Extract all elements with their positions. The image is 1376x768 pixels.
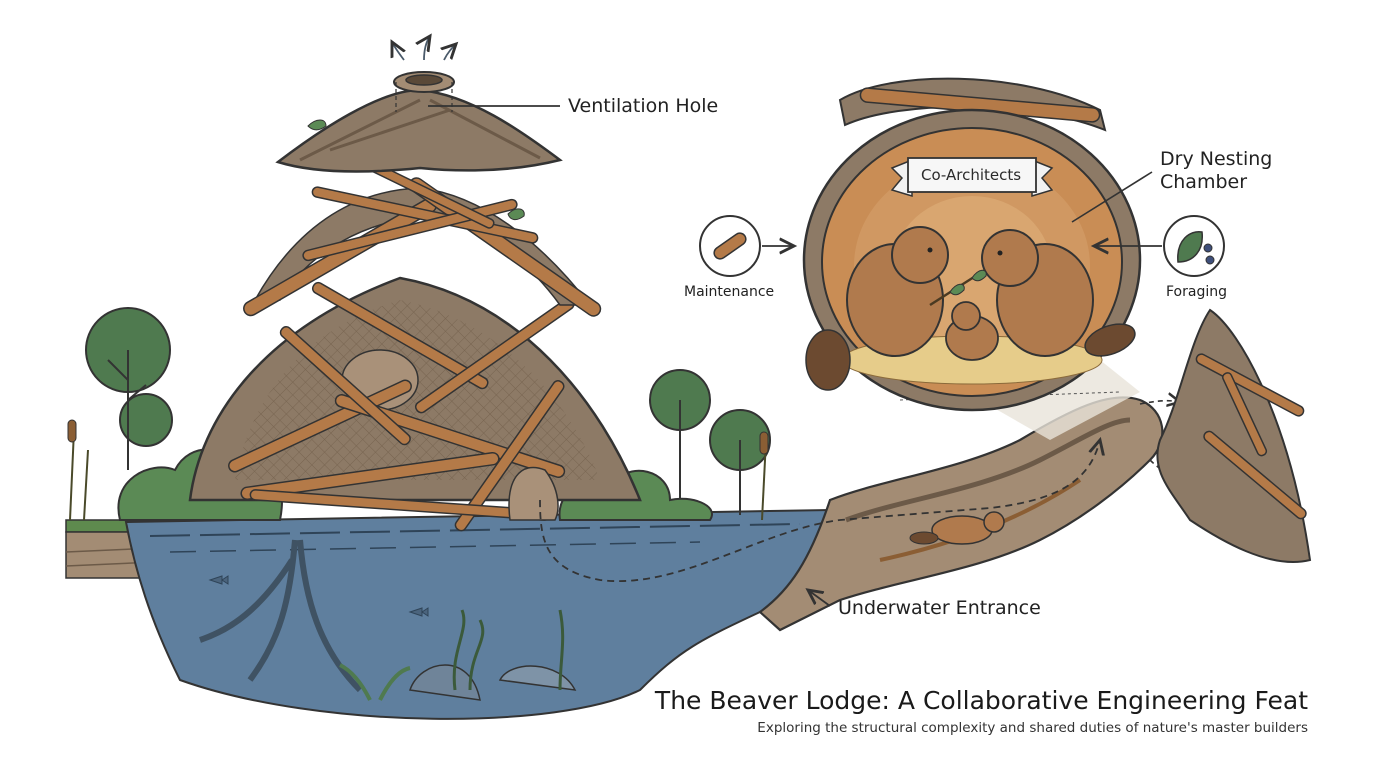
lodge-cap xyxy=(275,36,563,221)
co-architects-banner xyxy=(890,157,1054,198)
dry-nesting-chamber-label: Dry Nesting Chamber xyxy=(1160,148,1272,194)
page-subtitle: Exploring the structural complexity and … xyxy=(757,720,1308,736)
chamber-lid xyxy=(838,77,1107,132)
page-title: The Beaver Lodge: A Collaborative Engine… xyxy=(654,686,1308,715)
leaf-berries-icon xyxy=(1094,215,1225,277)
ventilation-hole-label: Ventilation Hole xyxy=(568,95,719,117)
tunnel xyxy=(539,397,1180,632)
zoom-wedge xyxy=(980,360,1140,440)
log-icon xyxy=(699,215,794,277)
entrance-callout-arrow xyxy=(808,590,831,607)
maintenance-label: Maintenance xyxy=(684,284,775,300)
underwater-entrance-label: Underwater Entrance xyxy=(838,597,1041,619)
tree-left xyxy=(67,307,173,521)
foraging-label: Foraging xyxy=(1166,284,1227,300)
beaver-left xyxy=(805,226,949,391)
stick-layer xyxy=(243,160,602,317)
ventilation-hole-icon xyxy=(392,36,456,61)
nesting-callout-line xyxy=(1071,171,1153,223)
co-architects-label: Co-Architects xyxy=(921,166,1022,184)
pond-water xyxy=(124,508,832,720)
beaver-kit xyxy=(945,301,999,361)
nesting-chamber xyxy=(802,108,1142,412)
tunnel-beaver xyxy=(909,511,1005,545)
lodge-dome xyxy=(188,276,642,532)
dry-nesting-line1: Dry Nesting xyxy=(1160,148,1273,170)
tree-right xyxy=(649,369,771,521)
dry-nesting-line2: Chamber xyxy=(1160,171,1248,193)
beaver-right xyxy=(981,229,1136,357)
mud-slab xyxy=(1156,308,1312,563)
